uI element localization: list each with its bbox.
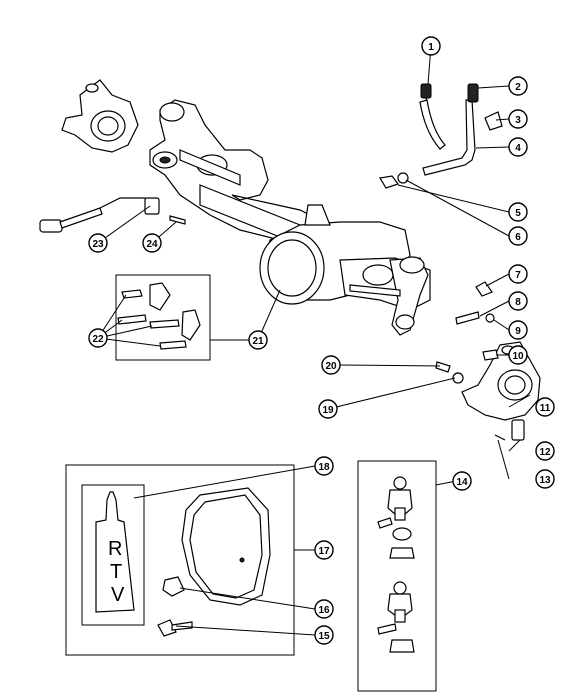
callout-8: 8 (508, 291, 528, 311)
svg-text:4: 4 (515, 143, 521, 154)
callout-5: 5 (508, 202, 528, 222)
bolt-kit-box (115, 274, 211, 361)
callout-9: 9 (508, 320, 528, 340)
callout-18: 18 (314, 456, 334, 476)
svg-text:5: 5 (515, 208, 521, 219)
svg-text:10: 10 (512, 351, 524, 362)
svg-text:12: 12 (539, 447, 551, 458)
callout-23: 23 (88, 233, 108, 253)
svg-text:19: 19 (322, 405, 334, 416)
rtv-letter-r: R (108, 538, 122, 560)
ball-joint-icon (455, 281, 525, 441)
rtv-inner-box (81, 484, 145, 626)
callout-21: 21 (248, 330, 268, 350)
callout-16: 16 (314, 599, 334, 619)
svg-text:9: 9 (515, 326, 521, 337)
svg-text:7: 7 (515, 270, 521, 281)
svg-text:6: 6 (515, 232, 521, 243)
callout-11: 11 (535, 397, 555, 417)
svg-text:22: 22 (92, 334, 104, 345)
rtv-sealant-tube-icon: R T V (95, 491, 135, 613)
u-bolt-clamp-icon (117, 282, 201, 350)
callout-4: 4 (508, 137, 528, 157)
svg-text:14: 14 (456, 477, 468, 488)
steering-knuckle-icon (61, 79, 139, 153)
callout-1: 1 (421, 36, 441, 56)
callout-6: 6 (508, 226, 528, 246)
callout-10: 10 (508, 345, 528, 365)
rtv-letter-v: V (111, 584, 125, 606)
callout-15: 15 (314, 625, 334, 645)
svg-text:21: 21 (252, 336, 264, 347)
svg-text:2: 2 (515, 82, 521, 93)
callout-12: 12 (535, 441, 555, 461)
callout-7: 7 (508, 264, 528, 284)
leader-lines (97, 45, 531, 636)
callout-24: 24 (142, 233, 162, 253)
differential-cover-icon (181, 487, 271, 606)
rtv-letter-t: T (110, 561, 122, 583)
callout-14: 14 (452, 471, 472, 491)
vent-tube-icon (422, 83, 479, 176)
callout-13: 13 (535, 469, 555, 489)
svg-text:20: 20 (325, 361, 337, 372)
ball-joint-icon (377, 476, 415, 653)
svg-text:17: 17 (318, 546, 330, 557)
axle-housing-icon (149, 99, 431, 336)
svg-text:13: 13 (539, 475, 551, 486)
vent-hose-icon (419, 83, 446, 150)
svg-text:24: 24 (146, 239, 158, 250)
rtv-cover-box (65, 464, 295, 656)
sensor-bolt-icon (169, 215, 186, 225)
vent-fitting-icon (379, 172, 409, 189)
callout-22: 22 (88, 328, 108, 348)
callout-2: 2 (508, 76, 528, 96)
svg-text:11: 11 (540, 403, 551, 414)
callout-17: 17 (314, 540, 334, 560)
svg-text:18: 18 (318, 462, 330, 473)
svg-text:15: 15 (318, 631, 330, 642)
clamp-icon (484, 111, 503, 131)
abs-sensor-icon (39, 197, 160, 233)
cover-bolt-icon (157, 619, 193, 637)
callout-20: 20 (321, 355, 341, 375)
svg-text:1: 1 (428, 42, 434, 53)
ball-joint-kit-box (357, 460, 437, 692)
fill-plug-icon (162, 576, 185, 597)
svg-text:3: 3 (515, 115, 521, 126)
svg-text:8: 8 (515, 297, 521, 308)
callout-19: 19 (318, 399, 338, 419)
callout-3: 3 (508, 109, 528, 129)
svg-text:23: 23 (92, 239, 104, 250)
svg-text:16: 16 (318, 605, 330, 616)
steering-knuckle-icon (461, 341, 541, 421)
